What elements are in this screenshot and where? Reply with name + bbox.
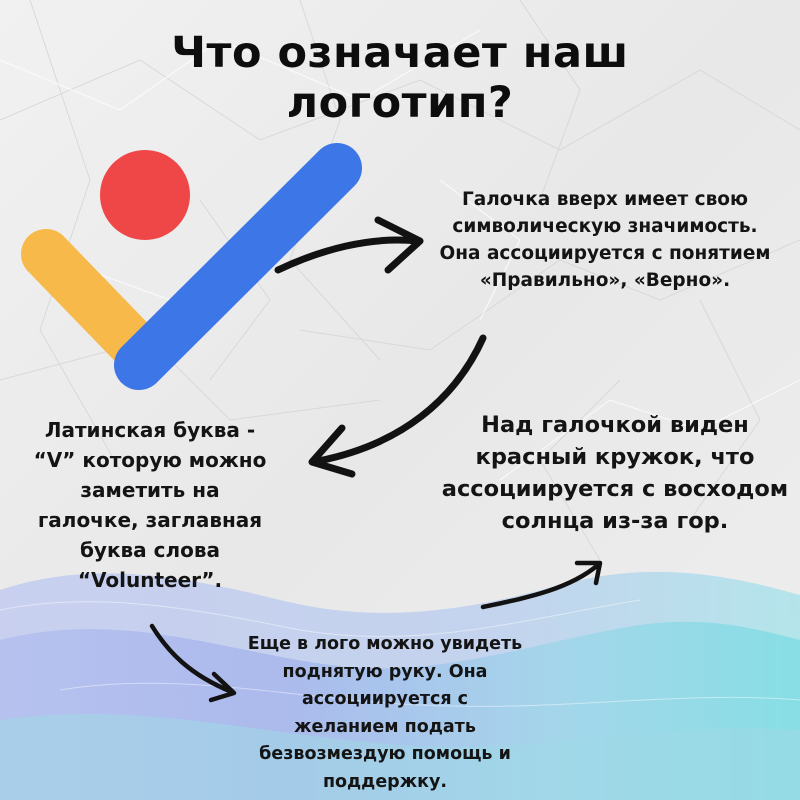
page-title: Что означает наш логотип? bbox=[100, 28, 700, 128]
text-line: Галочка вверх имеет свою bbox=[461, 189, 748, 210]
text-line: буква слова bbox=[79, 538, 221, 562]
text-line: солнца из-за гор. bbox=[501, 508, 729, 534]
arrow-to-raised-hand-text bbox=[149, 623, 237, 703]
text-line: ассоциируется с bbox=[301, 689, 469, 709]
logo-red-circle bbox=[100, 150, 190, 240]
logo-long-stroke bbox=[114, 143, 362, 390]
text-line: Еще в лого можно увидеть bbox=[247, 634, 523, 654]
red-circle-meaning-text: Над галочкой виден красный кружок, что а… bbox=[435, 409, 795, 537]
text-line: Над галочкой виден bbox=[481, 412, 749, 438]
text-line: символическую значимость. bbox=[452, 216, 758, 237]
text-line: поддержку. bbox=[322, 771, 448, 792]
text-line: «Правильно», «Верно». bbox=[479, 270, 731, 291]
arrow-to-checkmark-text bbox=[274, 216, 424, 274]
text-line: заметить на bbox=[80, 478, 220, 502]
checkmark-meaning-text: Галочка вверх имеет свою символическую з… bbox=[420, 186, 790, 294]
text-line: ассоциируется с восходом bbox=[441, 476, 789, 502]
text-line: Латинская буква - bbox=[44, 418, 256, 442]
text-line: желанием подать bbox=[294, 716, 476, 737]
text-line: поднятую руку. Она bbox=[282, 661, 488, 682]
text-line: “Volunteer”. bbox=[77, 568, 223, 592]
arrow-to-latin-v-text bbox=[308, 334, 487, 478]
title-line: логотип? bbox=[286, 78, 514, 128]
text-line: Она ассоциируется с понятием bbox=[439, 243, 771, 264]
text-line: “V” которую можно bbox=[33, 448, 267, 472]
title-line: Что означает наш bbox=[171, 28, 629, 78]
text-line: красный кружок, что bbox=[475, 444, 755, 470]
arrow-to-red-circle-text bbox=[480, 560, 603, 610]
text-line: галочке, заглавная bbox=[37, 508, 263, 532]
text-line: безвозмездую помощь и bbox=[259, 744, 511, 764]
latin-v-meaning-text: Латинская буква - “V” которую можно заме… bbox=[0, 415, 300, 595]
raised-hand-meaning-text: Еще в лого можно увидеть поднятую руку. … bbox=[210, 631, 560, 796]
logo-short-stroke bbox=[21, 229, 163, 374]
